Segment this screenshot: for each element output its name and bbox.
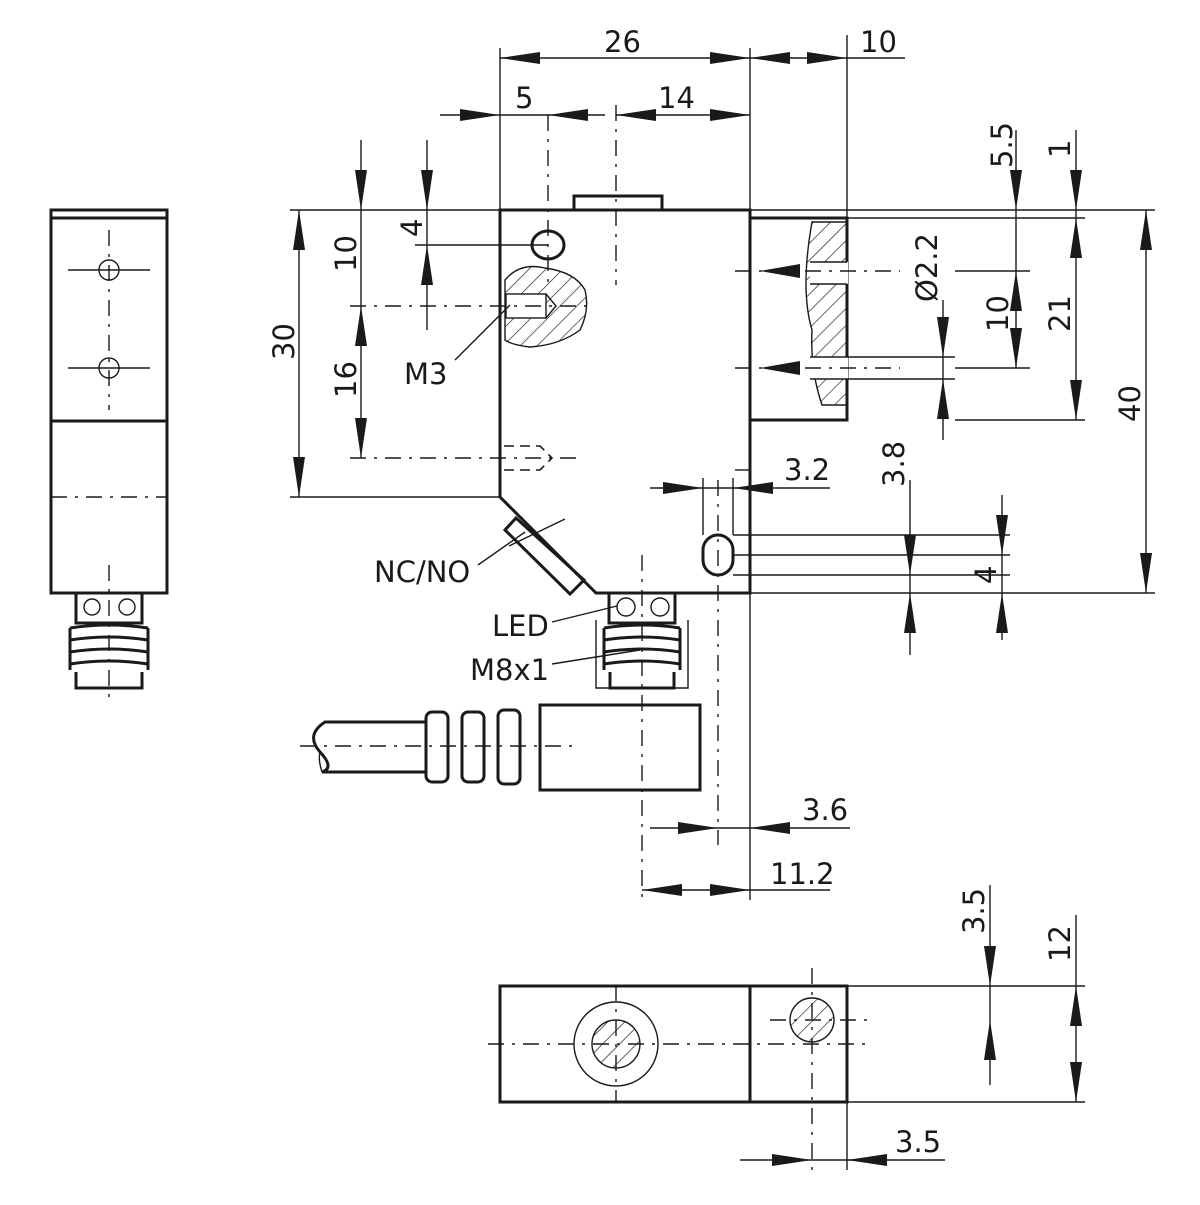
side-view	[49, 208, 169, 703]
dim-diameter-2-2: Ø2.2	[910, 233, 944, 302]
dim-3-5-horizontal: 3.5	[895, 1125, 941, 1159]
dim-4-left: 4	[395, 219, 429, 237]
dim-10-top: 10	[860, 25, 897, 59]
label-m8x1: M8x1	[470, 653, 549, 687]
mount-hole-lower	[98, 357, 120, 379]
dimension-lines	[290, 35, 1155, 1170]
dim-40: 40	[1113, 385, 1147, 422]
dim-1: 1	[1043, 140, 1077, 158]
bottom-view	[488, 968, 870, 1170]
dim-3-2: 3.2	[784, 453, 830, 487]
dimension-text: 26 10 5 14 5.5 1 4 10 16 30 Ø2.2 10 21 4…	[267, 25, 1147, 1159]
dim-5: 5	[515, 81, 533, 115]
dim-12: 12	[1043, 925, 1077, 962]
nc-no-switch	[502, 515, 587, 597]
dim-5-5: 5.5	[985, 122, 1019, 168]
dim-26: 26	[604, 25, 641, 59]
dim-10-left: 10	[329, 235, 363, 272]
label-m3: M3	[404, 357, 447, 391]
dim-10-right: 10	[981, 295, 1015, 332]
dim-16: 16	[329, 361, 363, 398]
dim-30: 30	[267, 323, 301, 360]
dim-3-5-vertical: 3.5	[957, 888, 991, 934]
mount-hole-upper	[98, 259, 120, 281]
dim-3-8: 3.8	[877, 441, 911, 487]
label-led: LED	[492, 609, 549, 643]
dim-3-6: 3.6	[802, 793, 848, 827]
label-nc-no: NC/NO	[374, 555, 470, 589]
dim-21: 21	[1043, 295, 1077, 332]
dim-4-right: 4	[969, 566, 1003, 584]
front-view	[300, 105, 900, 900]
dim-11-2: 11.2	[770, 857, 835, 891]
dim-14: 14	[658, 81, 695, 115]
